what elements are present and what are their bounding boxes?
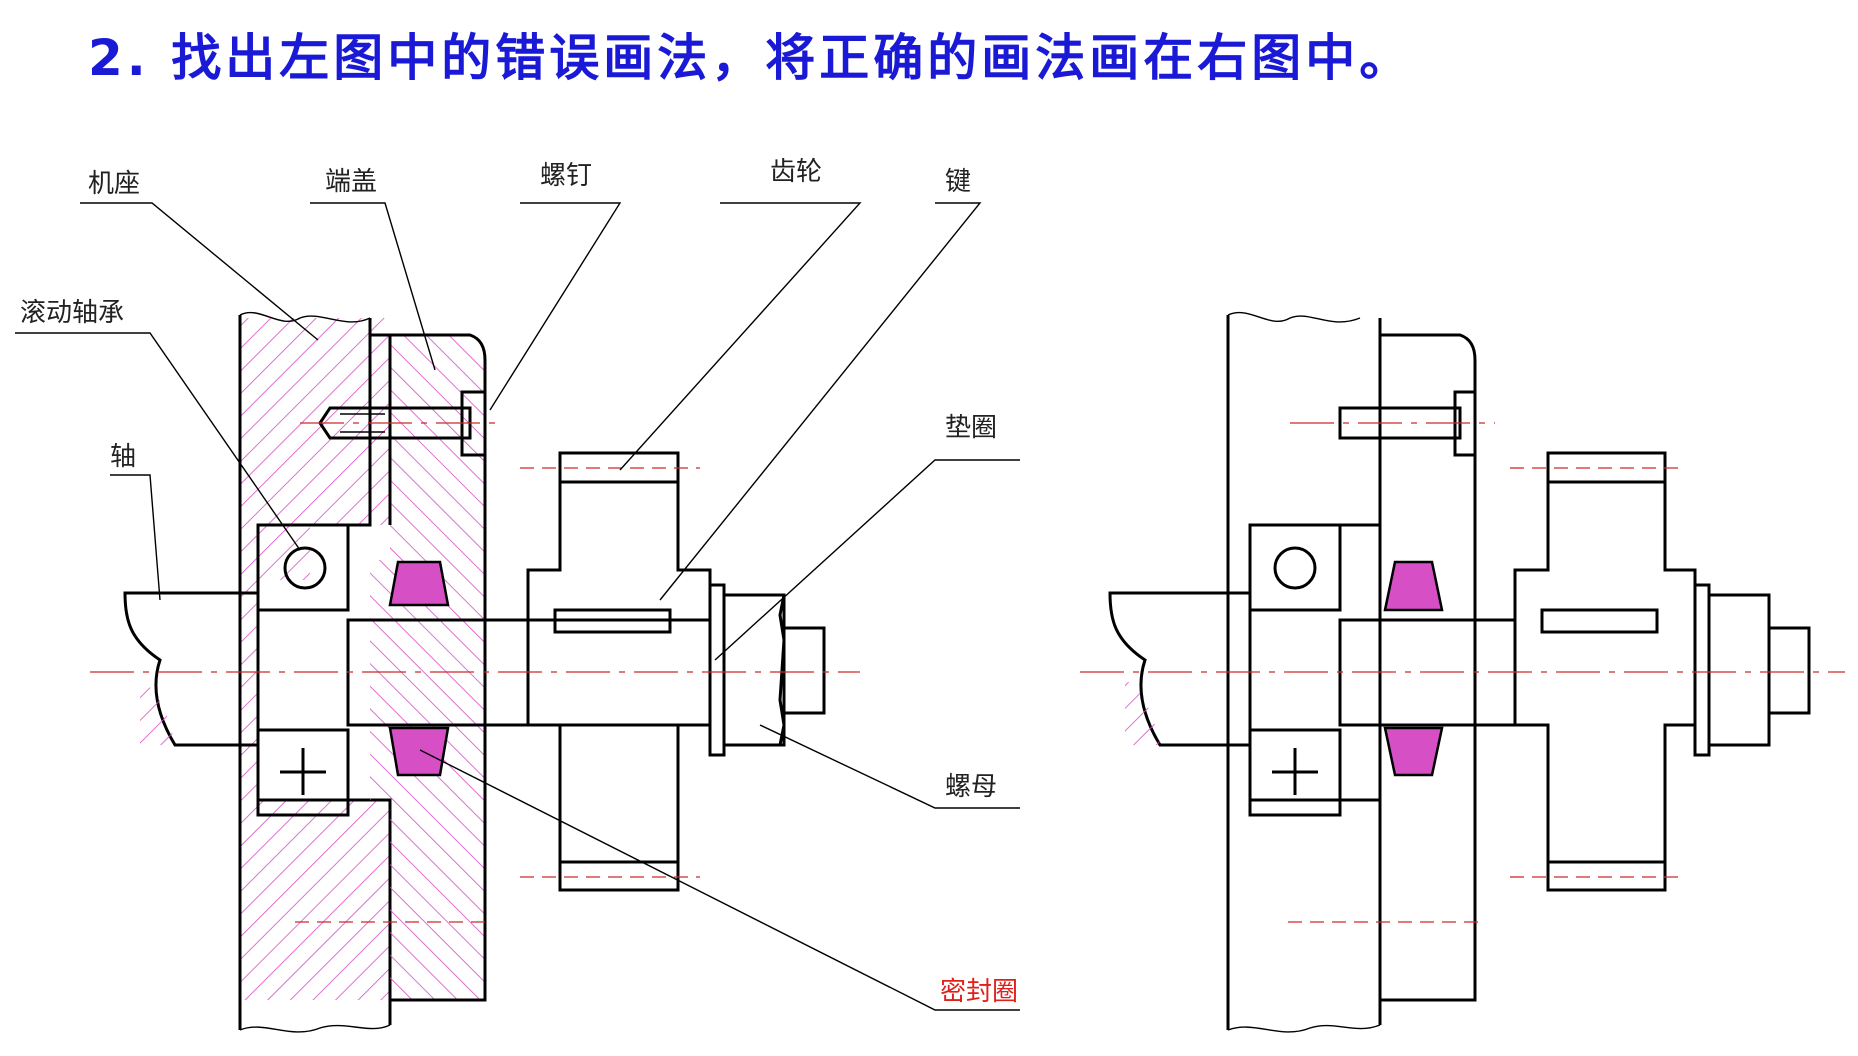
leader-lines (15, 202, 1020, 1011)
label-washer: 垫圈 (945, 413, 997, 443)
label-bearing: 滚动轴承 (20, 298, 124, 328)
label-gear: 齿轮 (770, 157, 822, 187)
right-drawing (1080, 312, 1845, 1033)
screw (300, 390, 500, 457)
label-key: 键 (945, 167, 971, 197)
rolling-bearing (256, 523, 350, 817)
washer-and-nut (708, 583, 826, 757)
gear (520, 451, 712, 892)
label-seal: 密封圈 (940, 977, 1018, 1007)
page-title: 2. 找出左图中的错误画法，将正确的画法画在右图中。 (88, 29, 1414, 87)
label-nut: 螺母 (945, 772, 997, 802)
label-screw: 螺钉 (540, 161, 592, 191)
left-drawing: 机座 端盖 螺钉 齿轮 键 滚动轴承 轴 垫圈 螺母 密封圈 (15, 157, 1020, 1033)
label-end-cover: 端盖 (325, 167, 377, 197)
seal-ring (388, 560, 450, 777)
label-base: 机座 (88, 169, 140, 199)
label-shaft: 轴 (110, 442, 136, 472)
end-cover (370, 333, 487, 1002)
